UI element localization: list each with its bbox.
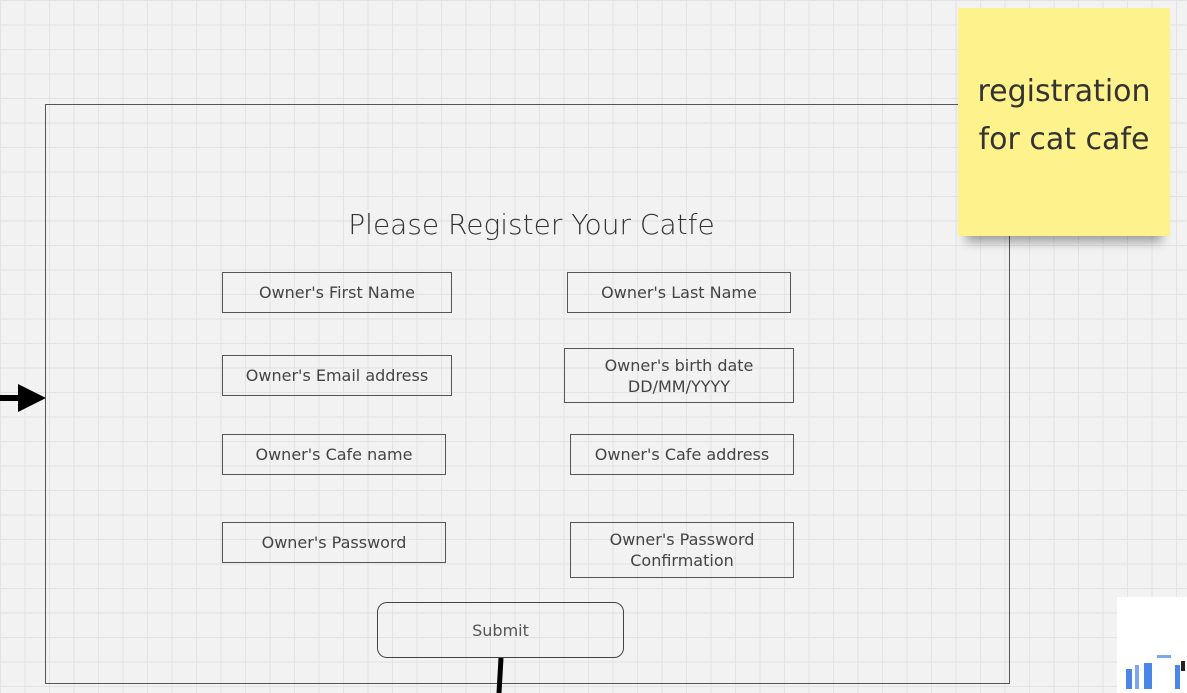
sticky-note-text: registration for cat cafe — [977, 74, 1151, 157]
first-name-field[interactable]: Owner's First Name — [222, 272, 452, 313]
connector-line — [496, 658, 504, 693]
submit-button[interactable]: Submit — [377, 602, 624, 658]
cafe-address-field[interactable]: Owner's Cafe address — [570, 434, 794, 475]
form-title: Please Register Your Catfe — [348, 208, 715, 241]
password-confirm-field[interactable]: Owner's Password Confirmation — [570, 522, 794, 578]
minimap-thumbnail[interactable] — [1117, 597, 1187, 693]
email-field[interactable]: Owner's Email address — [222, 355, 452, 396]
registration-frame — [45, 104, 1010, 684]
last-name-field[interactable]: Owner's Last Name — [567, 272, 791, 313]
arrow-right-icon — [0, 384, 46, 412]
birth-date-field[interactable]: Owner's birth date DD/MM/YYYY — [564, 348, 794, 403]
cafe-name-field[interactable]: Owner's Cafe name — [222, 434, 446, 475]
sticky-note[interactable] — [958, 8, 1170, 236]
password-field[interactable]: Owner's Password — [222, 522, 446, 563]
